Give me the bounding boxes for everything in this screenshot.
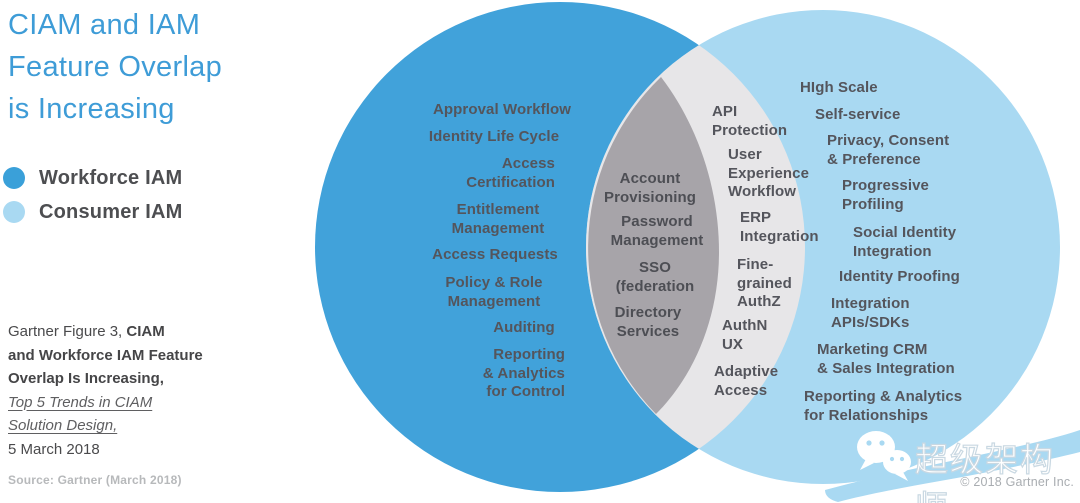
label-fine-grained-authz: Fine- grained AuthZ bbox=[737, 256, 792, 310]
caption-report-title-line1: Top 5 Trends in CIAM bbox=[8, 393, 153, 411]
label-marketing-crm-sales-integration: Marketing CRM & Sales Integration bbox=[817, 341, 955, 377]
label-reporting-analytics-control: Reporting & Analytics for Control bbox=[482, 346, 565, 400]
label-auditing: Auditing bbox=[493, 319, 555, 336]
label-self-service: Self-service bbox=[815, 106, 901, 123]
watermark-swoosh bbox=[790, 423, 1080, 503]
watermark-text: 超级架构师 bbox=[914, 440, 1055, 503]
legend-item-workforce-iam: Workforce IAM bbox=[3, 166, 183, 190]
label-user-experience-workflow: User Experience Workflow bbox=[728, 146, 810, 200]
label-account-provisioning: Account Provisioning bbox=[603, 170, 697, 206]
label-social-identity-integration: Social Identity Integration bbox=[853, 224, 957, 260]
page-title: CIAM and IAM Feature Overlap is Increasi… bbox=[8, 9, 223, 125]
caption-date: 5 March 2018 bbox=[8, 440, 100, 458]
label-approval-workflow: Approval Workflow bbox=[432, 101, 572, 118]
watermark-wave bbox=[825, 430, 1080, 502]
label-privacy-consent-preference: Privacy, Consent & Preference bbox=[827, 132, 950, 168]
label-integration-apis-sdks: Integration APIs/SDKs bbox=[831, 295, 910, 331]
label-api-protection: API Protection bbox=[712, 103, 788, 139]
label-sso-federation: SSO (federation bbox=[615, 259, 695, 295]
caption-prefix: Gartner Figure 3, bbox=[8, 323, 127, 340]
label-access-requests: Access Requests bbox=[432, 246, 558, 263]
label-authn-ux: AuthN UX bbox=[722, 317, 768, 353]
workforce-iam-dot-icon bbox=[3, 167, 25, 189]
legend-label-consumer: Consumer IAM bbox=[39, 200, 183, 223]
label-high-scale: HIgh Scale bbox=[800, 79, 878, 96]
label-password-management: Password Management bbox=[610, 213, 704, 249]
label-erp-integration: ERP Integration bbox=[740, 209, 819, 245]
label-directory-services: Directory Services bbox=[614, 304, 682, 340]
overlap-lens bbox=[586, 10, 805, 484]
label-identity-life-cycle: Identity Life Cycle bbox=[428, 128, 560, 145]
consumer-iam-dot-icon bbox=[3, 201, 25, 223]
caption-bold: CIAM and Workforce IAM Feature Overlap I… bbox=[8, 323, 203, 387]
label-entitlement-management: Entitlement Management bbox=[451, 201, 545, 237]
copyright-note: © 2018 Gartner Inc. bbox=[960, 475, 1074, 489]
source-note: Source: Gartner (March 2018) bbox=[8, 473, 182, 487]
label-progressive-profiling: Progressive Profiling bbox=[842, 177, 929, 213]
label-identity-proofing: Identity Proofing bbox=[839, 268, 960, 285]
figure-caption: Gartner Figure 3, CIAM and Workforce IAM… bbox=[8, 320, 248, 461]
wechat-icon bbox=[857, 431, 911, 481]
label-access-certification: Access Certification bbox=[466, 155, 555, 191]
legend: Workforce IAM Consumer IAM bbox=[3, 166, 183, 234]
legend-label-workforce: Workforce IAM bbox=[39, 166, 183, 189]
legend-item-consumer-iam: Consumer IAM bbox=[3, 200, 183, 224]
caption-report-title-line2: Solution Design, bbox=[8, 417, 118, 434]
label-policy-role-management: Policy & Role Management bbox=[445, 274, 543, 310]
overlap-inner-shape bbox=[588, 77, 719, 414]
label-adaptive-access: Adaptive Access bbox=[714, 363, 779, 399]
label-reporting-analytics-relationships: Reporting & Analytics for Relationships bbox=[804, 388, 963, 424]
